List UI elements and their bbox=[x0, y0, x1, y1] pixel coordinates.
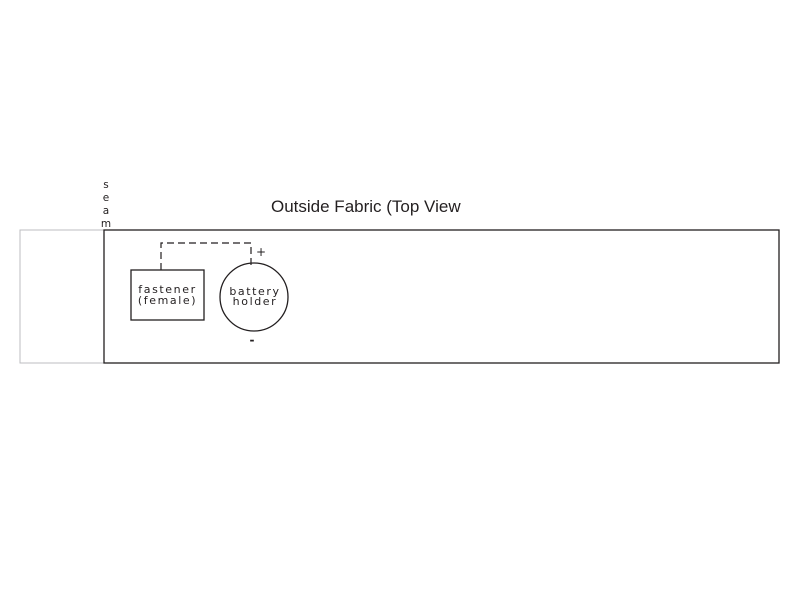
battery-holder-circle bbox=[219, 262, 289, 332]
dashed-conductive-thread bbox=[160, 242, 252, 270]
fastener-label-line1: fastener bbox=[138, 283, 197, 296]
seam-letter: s bbox=[103, 179, 108, 191]
fastener-label-line2: (female) bbox=[138, 294, 197, 307]
battery-label-line1: battery bbox=[229, 285, 280, 298]
fabric-panel bbox=[103, 229, 780, 364]
diagram-title: Outside Fabric (Top View bbox=[271, 197, 461, 216]
seam-letter: m bbox=[101, 218, 111, 230]
battery-minus-sign: - bbox=[250, 333, 255, 347]
fastener-box bbox=[130, 269, 205, 321]
seam-letter: e bbox=[103, 192, 109, 204]
seam-label: s e a m bbox=[101, 179, 111, 230]
battery-label-line2: holder bbox=[233, 295, 278, 308]
seam-allowance bbox=[19, 229, 105, 364]
battery-plus-sign: + bbox=[256, 245, 266, 259]
seam-letter: a bbox=[103, 205, 109, 217]
